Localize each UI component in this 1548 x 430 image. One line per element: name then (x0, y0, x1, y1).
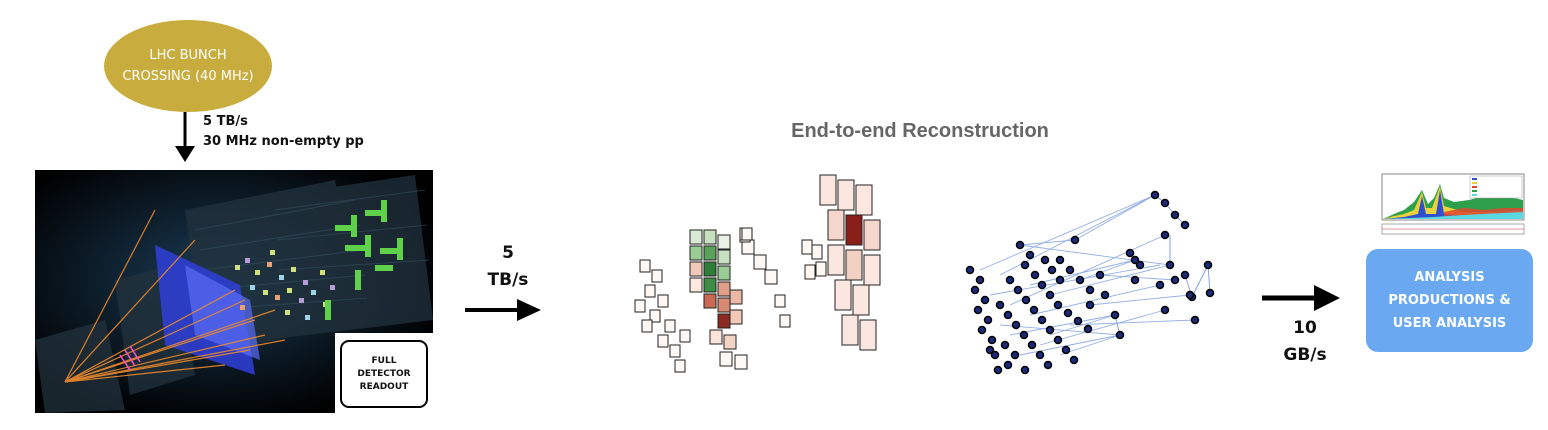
first-rate-line1: 5 TB/s (203, 114, 248, 129)
analysis-productions-box: ANALYSIS PRODUCTIONS & USER ANALYSIS (1366, 249, 1533, 352)
lhc-bunch-crossing-label: LHC BUNCH CROSSING (40 MHz) (122, 48, 254, 84)
final-rate-line1: 10 (1293, 318, 1317, 338)
event-display-icon (35, 170, 433, 413)
mass-fit-plot-icon (1374, 172, 1526, 236)
first-rate-label: 5 TB/s 30 MHz non-empty pp (203, 112, 364, 152)
full-detector-readout-panel: FULL DETECTOR READOUT (335, 333, 433, 413)
reconstruction-title: End-to-end Reconstruction (791, 120, 1049, 142)
final-rate-line2: GB/s (1283, 345, 1327, 365)
middle-rate-label: 5 TB/s (478, 240, 538, 294)
down-arrow-icon (175, 112, 195, 162)
full-detector-readout-label: FULL DETECTOR READOUT (357, 355, 411, 392)
lhc-bunch-crossing-node: LHC BUNCH CROSSING (40 MHz) (104, 20, 272, 112)
full-detector-readout-box: FULL DETECTOR READOUT (340, 340, 428, 408)
first-rate-line2: 30 MHz non-empty pp (203, 134, 364, 149)
right-arrow-icon (1262, 285, 1340, 311)
middle-rate-line1: 5 (502, 243, 514, 263)
middle-rate-line2: TB/s (487, 270, 529, 290)
right-arrow-icon (465, 299, 541, 321)
voxel-hits-icon (634, 174, 881, 373)
hit-graph-icon (965, 190, 1215, 375)
analysis-productions-label: ANALYSIS PRODUCTIONS & USER ANALYSIS (1388, 270, 1511, 331)
final-rate-label: 10 GB/s (1275, 315, 1335, 369)
